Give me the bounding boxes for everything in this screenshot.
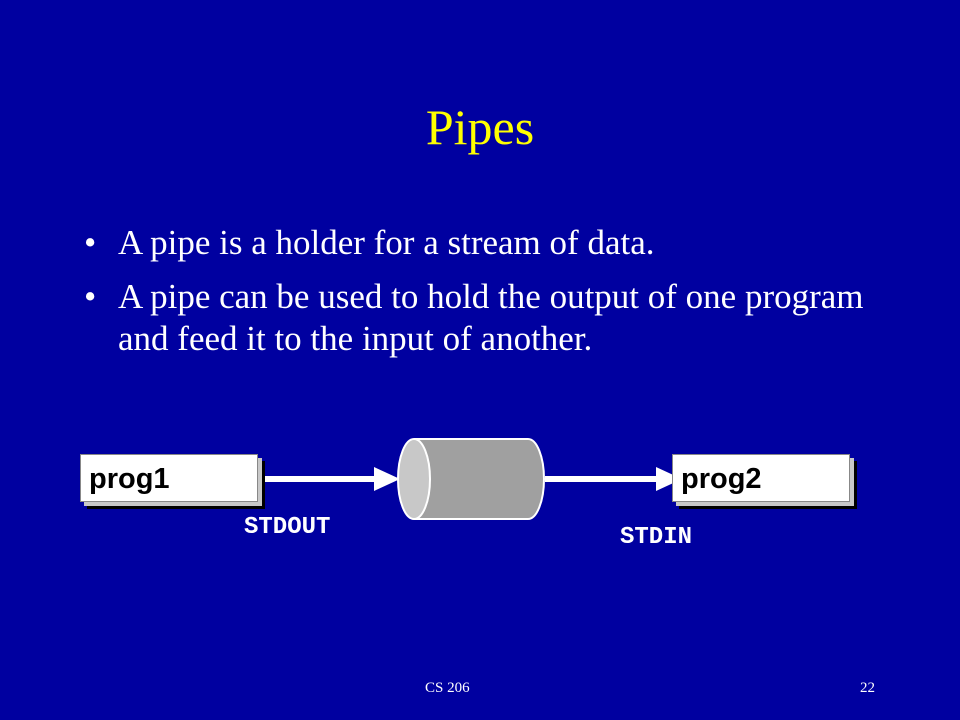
bullet-dot-icon: •: [84, 223, 97, 262]
footer-page-number: 22: [860, 680, 875, 696]
stdin-label: STDIN: [620, 524, 693, 551]
stdin-arrowhead-icon: [656, 467, 682, 491]
prog2-box: prog2: [672, 454, 850, 502]
bullet-item: • A pipe can be used to hold the output …: [84, 276, 904, 360]
prog1-box: prog1: [80, 454, 258, 502]
bullet-list: • A pipe is a holder for a stream of dat…: [84, 222, 904, 372]
stdout-label: STDOUT: [244, 514, 331, 541]
pipe-cylinder-icon: [397, 438, 545, 520]
footer-course: CS 206: [425, 680, 470, 696]
bullet-text: A pipe can be used to hold the output of…: [118, 277, 864, 358]
bullet-text: A pipe is a holder for a stream of data.: [118, 223, 655, 262]
slide-title: Pipes: [425, 99, 535, 155]
bullet-item: • A pipe is a holder for a stream of dat…: [84, 222, 904, 264]
stdout-arrowhead-icon: [374, 467, 400, 491]
bullet-dot-icon: •: [84, 277, 97, 316]
